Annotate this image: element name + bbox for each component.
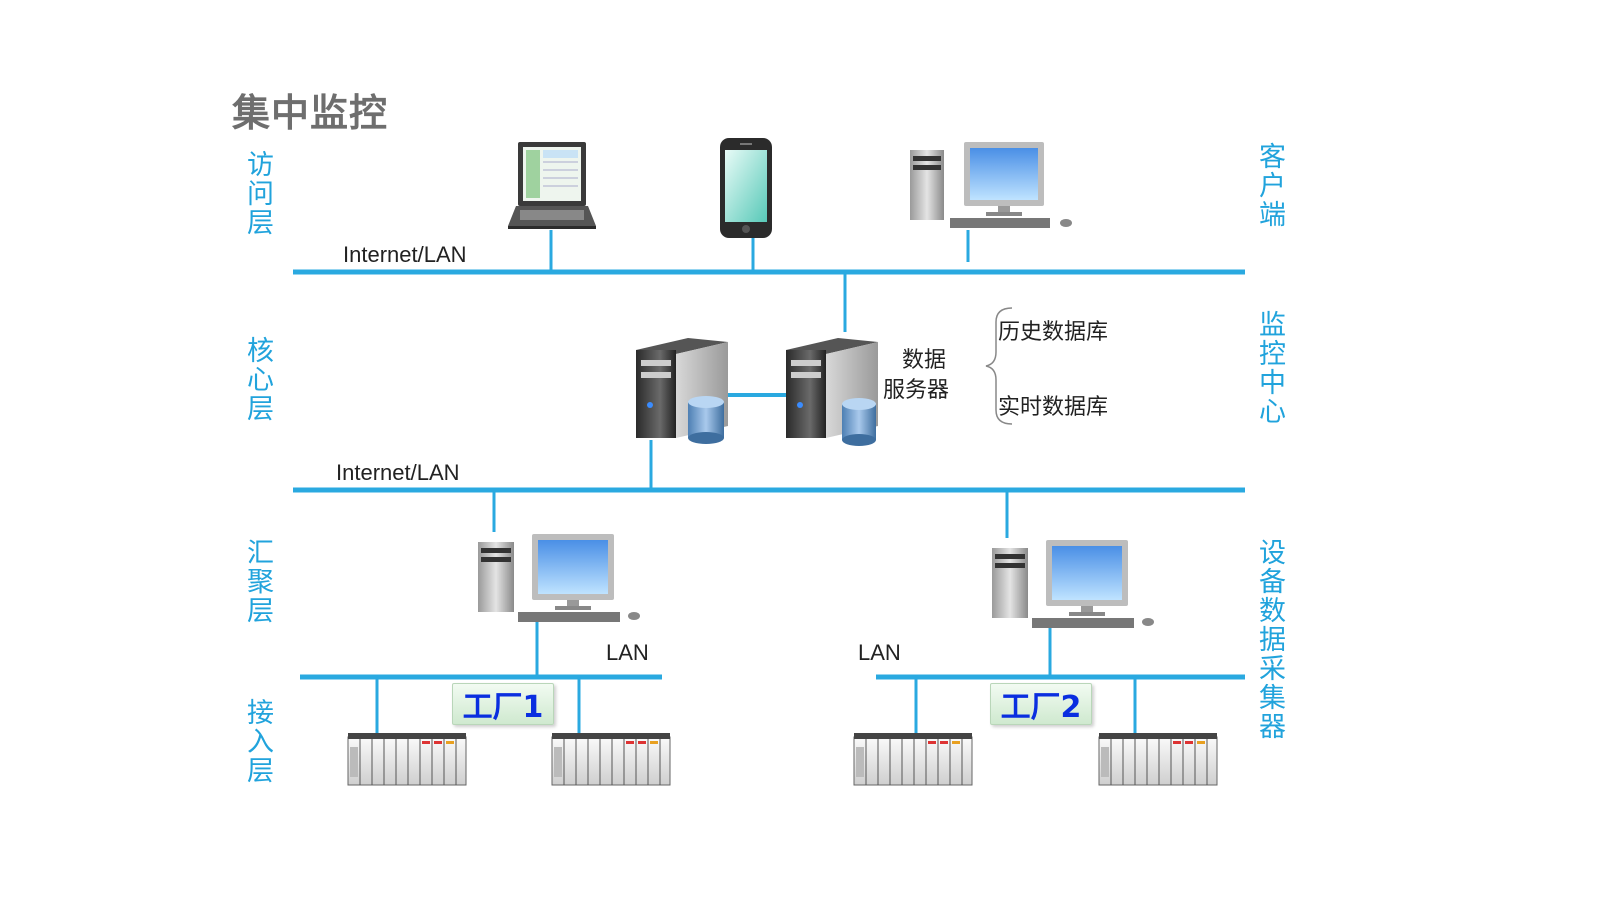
layer-label-client: 客户端	[1254, 142, 1285, 229]
data-server-label-line1: 数据	[902, 348, 947, 373]
layer-label-ingress: 接入层	[242, 698, 273, 785]
smartphone-icon	[720, 138, 772, 238]
plc-rack-icon	[551, 733, 671, 786]
factory-1-badge: 工厂1	[452, 683, 554, 725]
plc-rack-icon	[853, 733, 973, 786]
page-title: 集中监控	[232, 91, 389, 135]
network-label-lan-left: LAN	[606, 640, 649, 665]
network-label-middle: Internet/LAN	[336, 460, 460, 485]
factory-2-badge: 工厂2	[990, 683, 1092, 725]
layer-label-monitor-center: 监控中心	[1254, 310, 1285, 426]
realtime-db-label: 实时数据库	[998, 395, 1109, 420]
data-server-label-line2: 服务器	[883, 378, 950, 403]
desktop-computer-icon	[992, 540, 1154, 628]
desktop-computer-icon	[910, 142, 1072, 228]
layer-label-aggregation: 汇聚层	[242, 538, 273, 625]
server-icon	[636, 338, 728, 444]
network-label-top: Internet/LAN	[343, 242, 467, 267]
layer-label-collector: 设备数据采集器	[1254, 538, 1285, 741]
plc-rack-icon	[1098, 733, 1218, 786]
network-label-lan-right: LAN	[858, 640, 901, 665]
server-icon	[786, 338, 878, 446]
layer-label-access: 访问层	[242, 150, 273, 237]
desktop-computer-icon	[478, 534, 640, 622]
history-db-label: 历史数据库	[998, 320, 1109, 345]
plc-rack-icon	[347, 733, 467, 786]
brace	[985, 307, 1013, 425]
layer-label-core: 核心层	[242, 336, 273, 423]
laptop-icon	[508, 142, 596, 229]
